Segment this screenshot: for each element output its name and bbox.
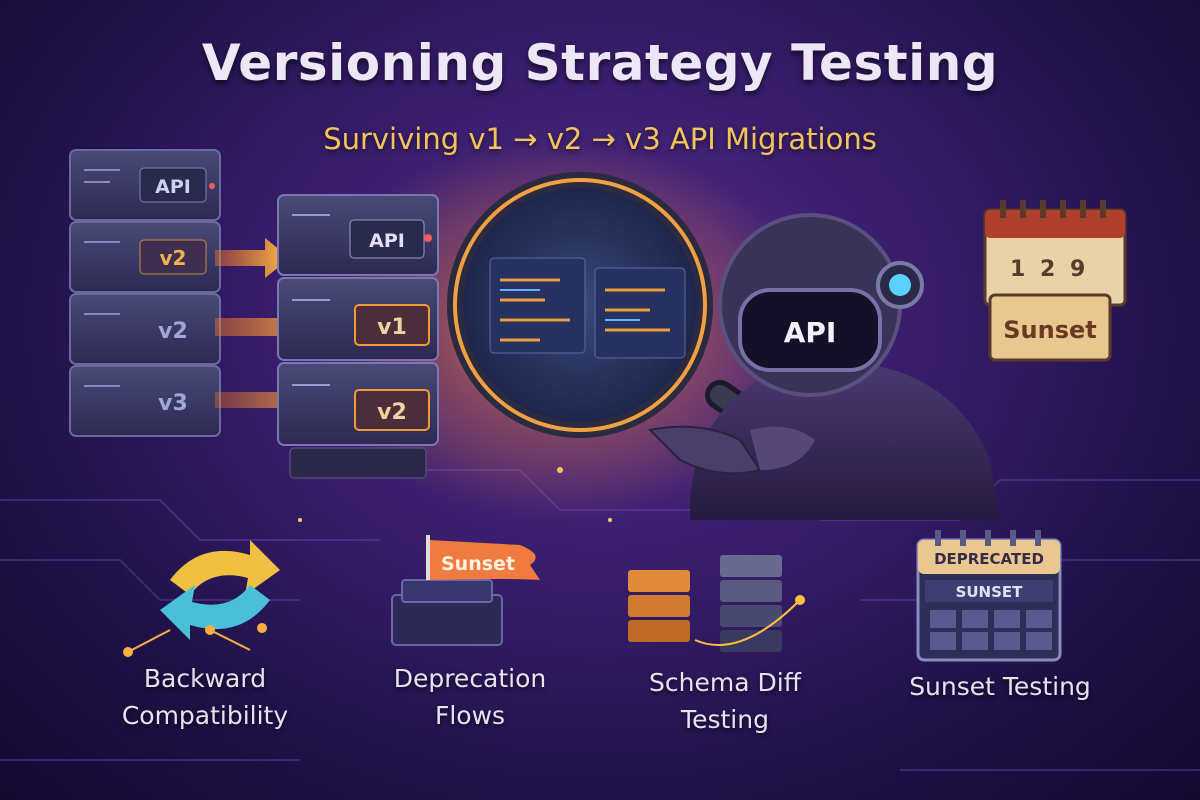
sunset-calendar: 1 2 9 Sunset [983,200,1127,362]
calendar-sunset-banner: Sunset [1003,316,1097,344]
schema-diff-servers-icon [628,555,805,652]
robot-astronaut: API [647,213,1000,520]
feature-deprecation-flows: Deprecation Flows [360,660,580,734]
calendar-deprecated-header: DEPRECATED [934,550,1044,568]
feature-line1: Schema Diff [649,668,801,697]
page-subtitle: Surviving v1 → v2 → v3 API Migrations [323,122,877,156]
feature-schema-diff-testing: Schema Diff Testing [605,664,845,738]
left-label-v3: v3 [158,391,188,416]
feature-sunset-testing: Sunset Testing [875,668,1125,705]
calendar-sunset-strip: SUNSET [956,583,1024,601]
calendar-digit-1: 1 [1010,257,1025,282]
right-label-v1: v1 [377,315,407,340]
page-title: Versioning Strategy Testing [201,34,999,92]
feature-line1: Backward [143,664,267,693]
robot-visor-label: API [784,316,837,349]
deprecated-calendar-icon: DEPRECATED SUNSET [916,530,1062,662]
feature-line2: Testing [681,705,769,734]
feature-line1: Sunset Testing [909,672,1091,701]
flag-sunset-label: Sunset [441,553,515,575]
sunset-flag-icon: Sunset [391,535,540,646]
right-label-v2: v2 [377,400,407,425]
calendar-digit-3: 9 [1070,257,1085,282]
feature-line2: Flows [434,701,506,730]
left-server-stack: API v2 v2 v3 [69,149,221,437]
feature-backward-compatibility: Backward Compatibility [95,660,315,734]
left-label-v2b: v2 [158,319,188,344]
right-label-api: API [369,230,405,252]
right-server-stack: API v1 v2 [277,194,439,479]
calendar-digit-2: 2 [1040,257,1055,282]
feature-line1: Deprecation [393,664,547,693]
left-label-api: API [155,176,191,198]
left-label-v2a: v2 [160,246,187,270]
sync-arrows-icon [123,540,280,657]
feature-line2: Compatibility [121,701,289,730]
